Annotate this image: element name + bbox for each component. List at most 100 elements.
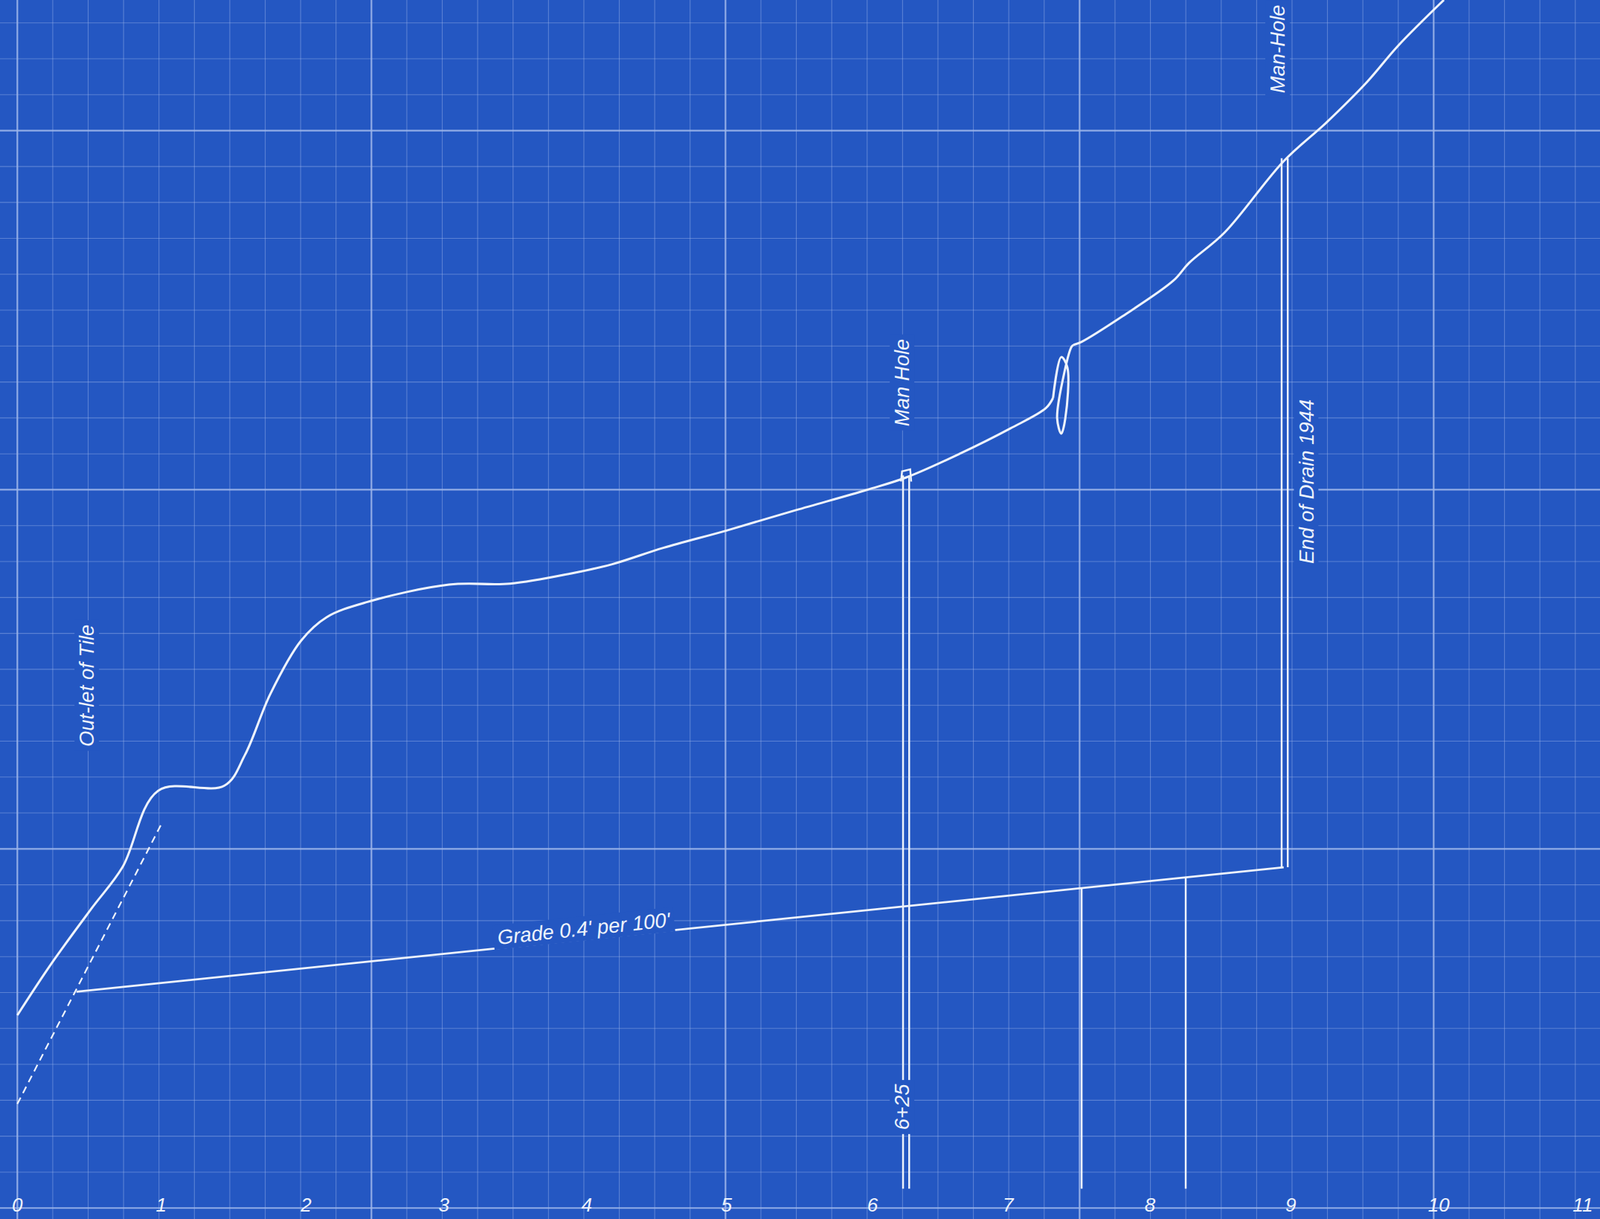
grid-line (335, 0, 337, 1219)
grid-line (1362, 0, 1364, 1219)
axis-number: 3 (434, 1194, 453, 1218)
grid-line (0, 202, 1600, 204)
grid-line (0, 740, 1600, 742)
grid-line (1397, 0, 1399, 1219)
grid-line (512, 0, 514, 1219)
station-line (1184, 877, 1187, 1189)
grid-line (0, 488, 1600, 491)
grid-line (87, 0, 89, 1219)
grid-line (0, 847, 1600, 850)
station-line (1080, 887, 1083, 1189)
grid-line (0, 453, 1600, 455)
axis-number: 0 (8, 1194, 27, 1218)
grid-line (406, 0, 407, 1219)
ground-profile (1073, 0, 1444, 346)
grid-line (0, 58, 1600, 59)
grid-line (0, 381, 1600, 383)
grid-line (0, 1100, 1600, 1101)
grid-line (0, 560, 1600, 562)
end-label: End of Drain 1944 (1293, 394, 1319, 568)
station-label: 6+25 (889, 1080, 915, 1135)
outlet-dashed-line (17, 824, 161, 1104)
grid-line (1539, 0, 1541, 1219)
grid-line (937, 0, 938, 1219)
grid-line (654, 0, 656, 1219)
station-line (1280, 158, 1283, 868)
grid-line (123, 0, 125, 1219)
grid-line (831, 0, 833, 1219)
grid-line (0, 1207, 1600, 1209)
grid-line (0, 884, 1600, 886)
grid-line (0, 992, 1600, 994)
grid-line (618, 0, 620, 1219)
grid-line (866, 0, 868, 1219)
grid-line (264, 0, 266, 1219)
grid-line (0, 525, 1600, 526)
grid-line (0, 597, 1600, 599)
grid-line (1114, 0, 1116, 1219)
profile-lines (17, 0, 1444, 1189)
grid-line (0, 345, 1600, 347)
grid-line (760, 0, 761, 1219)
axis-number: 10 (1423, 1194, 1454, 1218)
grid-line (1327, 0, 1328, 1219)
axis-number: 2 (296, 1194, 316, 1218)
grid-line (158, 0, 160, 1219)
ground-profile (1053, 345, 1074, 434)
grid-line (0, 920, 1600, 921)
grid-line (441, 0, 443, 1219)
grid-line (16, 0, 18, 1219)
outlet-label: Out-let of Tile (74, 620, 99, 751)
manhole-label: Man Hole (889, 334, 915, 430)
grid-line (689, 0, 691, 1219)
grid-line (795, 0, 797, 1219)
grid-line (0, 94, 1600, 96)
grid-line (300, 0, 302, 1219)
grid-line (902, 0, 904, 1219)
axis-number: 11 (1568, 1194, 1598, 1218)
grid-line (0, 633, 1600, 634)
grade-line (76, 867, 1284, 992)
manhole-symbol (900, 469, 912, 482)
axis-number: 9 (1281, 1194, 1301, 1218)
grid-line (1008, 0, 1010, 1219)
grid-line (0, 309, 1600, 311)
grid-line (1256, 0, 1258, 1219)
axis-number: 4 (577, 1194, 596, 1218)
grid-line (0, 705, 1600, 706)
grid-line (0, 956, 1600, 958)
grid-line (1574, 0, 1576, 1219)
manhole-label: Man-Hole (1265, 0, 1290, 98)
grid-line (583, 0, 584, 1219)
grid-line (0, 776, 1600, 778)
grid-line (1149, 0, 1151, 1219)
axis-number: 8 (1140, 1194, 1159, 1218)
grid-line (1504, 0, 1505, 1219)
axis-number: 5 (717, 1194, 736, 1218)
grid-line (194, 0, 195, 1219)
station-line (1286, 158, 1289, 868)
grid-line (0, 1027, 1600, 1029)
grid-line (1468, 0, 1470, 1219)
grid-line (1043, 0, 1045, 1219)
axis-number: 6 (862, 1194, 882, 1218)
grid-line (1220, 0, 1222, 1219)
axis-number: 1 (151, 1194, 171, 1218)
grid-line (0, 238, 1600, 239)
grid-line (477, 0, 479, 1219)
grid-line (229, 0, 230, 1219)
grid-line (724, 0, 726, 1219)
grid-line (370, 0, 372, 1219)
grid-line (1291, 0, 1293, 1219)
ground-profile (17, 397, 1053, 1016)
grid-line (0, 668, 1600, 670)
grid-line (0, 273, 1600, 275)
grid-line (0, 417, 1600, 419)
axis-number: 7 (998, 1194, 1018, 1218)
grid-line (1185, 0, 1187, 1219)
grid-line (1078, 0, 1081, 1219)
grid-line (0, 1135, 1600, 1137)
